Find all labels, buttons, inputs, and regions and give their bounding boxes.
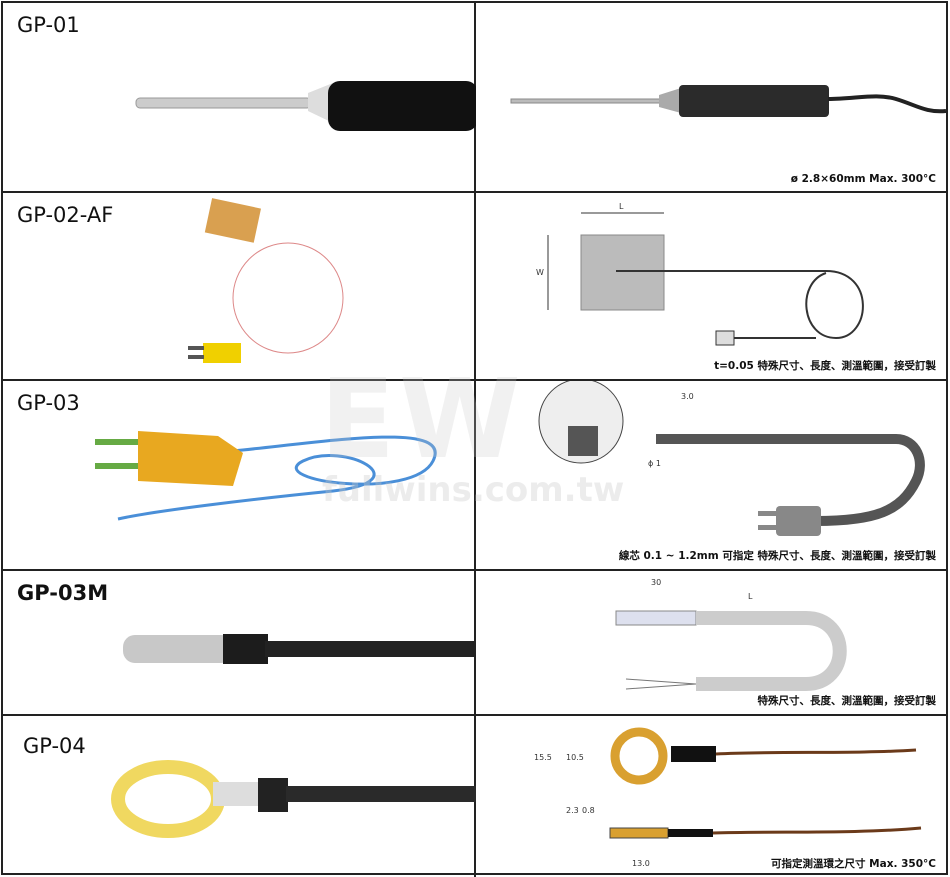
row-gp-01: GP-01 ø 2.8×60mm Max. 300°C: [3, 3, 946, 193]
probe-photo: [123, 634, 476, 664]
dim-length: L: [619, 202, 624, 211]
probe-photo: [111, 760, 476, 838]
sheath-drawing: 30 L: [615, 578, 847, 691]
row-gp-03: GP-03 3.0 ϕ 1 線芯 0.1 ~ 1.2mm 可指定 特殊尺寸、長度…: [3, 381, 946, 571]
foil-drawing: L W: [536, 202, 864, 346]
photo-cell: GP-03M: [3, 571, 476, 714]
dim-sheath: 30: [651, 578, 661, 587]
spec-caption: 可指定測溫環之尺寸 Max. 350°C: [771, 858, 936, 870]
dim-length: L: [748, 592, 753, 601]
row-gp-02-af: GP-02-AF L W t=0.05 特殊尺寸、長度、測溫範圍，接受訂製: [3, 193, 946, 381]
spec-caption: t=0.05 特殊尺寸、長度、測溫範圍，接受訂製: [714, 360, 936, 372]
photo-cell: GP-04: [3, 716, 476, 877]
dim-gap: 0.8: [582, 806, 595, 815]
dim-inner: 10.5: [566, 753, 584, 762]
model-label: GP-01: [17, 13, 80, 37]
row-gp-03m: GP-03M 30 L 特殊尺寸、長度、測溫範圍，接受訂製: [3, 571, 946, 716]
spec-caption: 線芯 0.1 ~ 1.2mm 可指定 特殊尺寸、長度、測溫範圍，接受訂製: [618, 550, 936, 562]
dim-width: 13.0: [632, 859, 650, 868]
spec-caption: ø 2.8×60mm Max. 300°C: [790, 173, 936, 185]
dim-outer: 15.5: [534, 753, 552, 762]
drawing-cell: L W t=0.05 特殊尺寸、長度、測溫範圍，接受訂製: [476, 193, 946, 379]
model-label: GP-04: [23, 734, 86, 758]
model-label: GP-02-AF: [17, 203, 114, 227]
drawing-cell: ø 2.8×60mm Max. 300°C: [476, 3, 946, 191]
watermark-site: fullwins.com.tw: [322, 470, 625, 510]
drawing-cell: 3.0 ϕ 1 線芯 0.1 ~ 1.2mm 可指定 特殊尺寸、長度、測溫範圍，…: [476, 381, 946, 569]
model-label: GP-03M: [17, 581, 109, 605]
watermark-logo: EW: [320, 355, 525, 483]
wire-drawing: 3.0 ϕ 1: [538, 381, 925, 536]
photo-cell: GP-03: [3, 381, 476, 569]
photo-cell: GP-02-AF: [3, 193, 476, 379]
dim-tip: 3.0: [681, 392, 694, 401]
row-gp-04: GP-04 15.5 10.5 2.3 0.8 13.0 可指定測溫環之尺寸 M…: [3, 716, 946, 877]
dim-thick: 2.3: [566, 806, 579, 815]
spec-caption: 特殊尺寸、長度、測溫範圍，接受訂製: [757, 695, 937, 707]
dim-width: W: [536, 268, 544, 277]
drawing-cell: 15.5 10.5 2.3 0.8 13.0 可指定測溫環之尺寸 Max. 35…: [476, 716, 946, 877]
dim-dia: ϕ 1: [648, 459, 661, 468]
probe-drawing: [510, 85, 946, 117]
ring-drawing: 15.5 10.5 2.3 0.8 13.0: [534, 727, 922, 868]
probe-photo: [188, 198, 344, 363]
probe-photo: [135, 81, 476, 131]
drawing-cell: 30 L 特殊尺寸、長度、測溫範圍，接受訂製: [476, 571, 946, 714]
photo-cell: GP-01: [3, 3, 476, 191]
probe-photo: [95, 431, 437, 521]
model-label: GP-03: [17, 391, 80, 415]
